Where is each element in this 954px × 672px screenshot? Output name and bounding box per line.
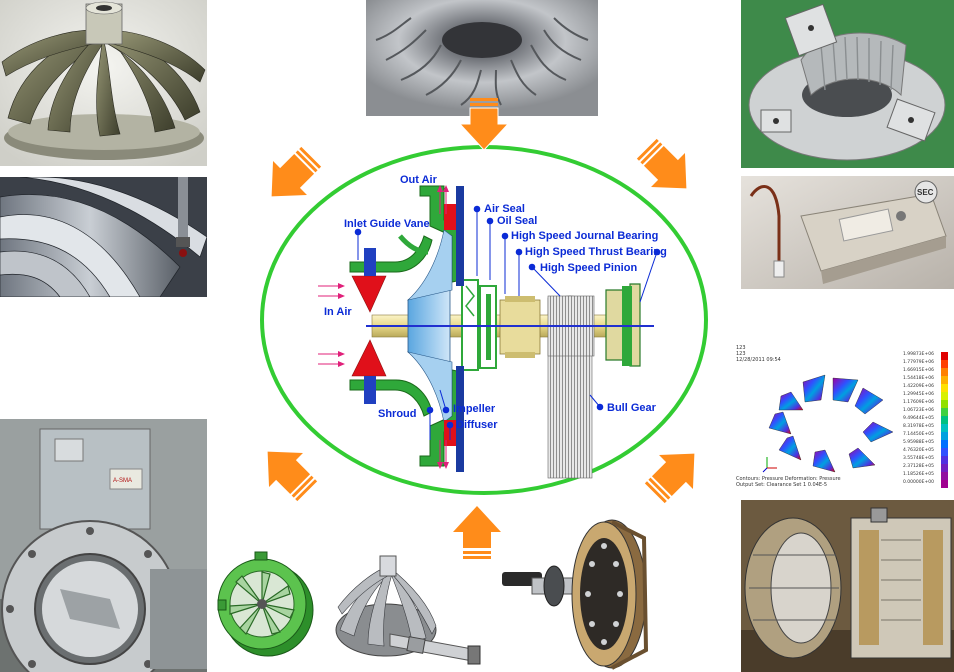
photo-impeller-top-left [0,0,207,166]
fea-legend-value: 5.95988E+05 [903,440,934,445]
photo-impeller-machining [0,177,207,297]
fea-legend-swatch [941,472,948,480]
arrow-lower-right [644,453,695,504]
fea-header: 123 123 12/28/2011 09:54 [736,345,781,363]
fea-legend-value: 7.14450E+05 [903,432,934,437]
label-thrust-bearing: High Speed Thrust Bearing [525,246,667,258]
label-out-air: Out Air [400,174,437,186]
fea-legend-swatch [941,424,948,432]
photo-pinion-bull-gear [492,518,654,672]
fea-legend: 1.99873E+06 1.77979E+06 1.66915E+06 1.54418… [903,352,953,488]
fea-footer-line-1: Contours: Pressure Deformation: Pressure [736,476,841,482]
orange-arrows [267,98,695,559]
photo-inlet-guide-vane-actuator: A-SMA [0,419,207,672]
fea-legend-value: 1.99873E+06 [903,352,934,357]
photo-journal-bearing-pair [741,500,954,672]
fea-legend-swatch [941,360,948,368]
fea-header-line-3: 12/28/2011 09:54 [736,357,781,363]
photo-bearing-top-right [741,0,954,168]
fea-legend-swatch [941,432,948,440]
fea-legend-value: 1.66915E+06 [903,368,934,373]
fea-legend-swatch [941,352,948,360]
label-shroud: Shroud [378,408,417,420]
cross-section [318,185,654,479]
label-in-air: In Air [324,306,352,318]
leader-lines [354,205,661,440]
fea-legend-swatch [941,448,948,456]
fea-pad-contour [768,374,894,473]
arrow-upper-left [271,146,322,197]
fea-legend-swatch [941,416,948,424]
fea-legend-value: 8.31978E+05 [903,424,934,429]
fea-legend-swatch [941,384,948,392]
fea-legend-swatch [941,408,948,416]
nameplate-text: A-SMA [113,478,132,484]
fea-legend-swatch [941,464,948,472]
arrow-lower-left [267,451,318,502]
fea-legend-value: 1.54418E+06 [903,376,934,381]
photo-impeller-bottom [328,552,488,672]
fea-legend-value: 1.29945E+06 [903,392,934,397]
photo-diffuser-top [366,0,598,116]
label-inlet-guide-vane: Inlet Guide Vane [344,218,430,230]
fea-header-line-1: 123 [736,345,746,351]
label-pinion: High Speed Pinion [540,262,638,274]
fea-legend-value: 4.76320E+05 [903,448,934,453]
diffuser-upper [444,204,456,230]
fea-legend-swatch [941,400,948,408]
fea-legend-swatch [941,368,948,376]
fea-header-line-2: 123 [736,351,746,357]
label-diffuser: Diffuser [456,419,498,431]
fea-legend-value: 2.37128E+05 [903,464,934,469]
label-oil-seal: Oil Seal [497,215,538,227]
fea-legend-value: 1.42209E+06 [903,384,934,389]
fea-legend-swatch [941,456,948,464]
fea-legend-value: 9.49644E+05 [903,416,934,421]
fea-legend-value: 1.17609E+06 [903,400,934,405]
sec-logo: SEC [917,188,934,197]
arrow-top [458,98,510,151]
label-impeller: Impeller [453,403,496,415]
photo-green-inlet-guide-vane [210,548,320,658]
fea-footer: Contours: Pressure Deformation: Pressure… [736,476,841,488]
fea-legend-value: 1.77979E+06 [903,360,934,365]
fea-legend-swatch [941,440,948,448]
fea-legend-swatch [941,480,948,488]
photo-thrust-bearing-sensor: SEC [741,176,954,289]
fea-legend-value: 3.55748E+05 [903,456,934,461]
fea-legend-value: 0.00000E+00 [903,480,934,485]
fea-legend-swatch [941,392,948,400]
label-journal-bearing: High Speed Journal Bearing [511,230,659,242]
label-bull-gear: Bull Gear [607,402,656,414]
axis-triad-icon [762,457,777,473]
arrow-upper-right [636,138,687,189]
fea-legend-value: 1.18526E+05 [903,472,934,477]
arrow-bottom [453,506,501,559]
in-air-arrows [318,285,340,365]
fea-legend-swatch [941,376,948,384]
fea-pressure-plot: 123 123 12/28/2011 09:54 Contours: Press [733,342,954,492]
fea-legend-value: 1.06723E+06 [903,408,934,413]
label-air-seal: Air Seal [484,203,525,215]
out-air-arrows [439,190,447,464]
fea-footer-line-2: Output Set: Clearance Set 1 0.04E-5 [736,482,828,488]
